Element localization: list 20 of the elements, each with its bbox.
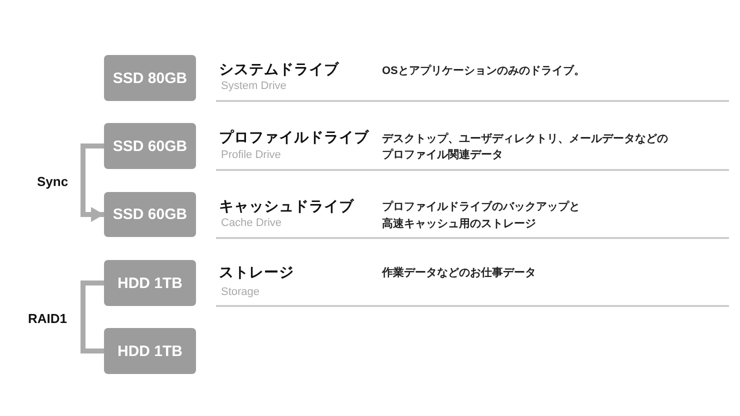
drive-title: ストレージ <box>219 264 294 282</box>
drive-subtitle: Profile Drive <box>221 148 281 162</box>
arrow <box>80 144 104 222</box>
drive-box: SSD 60GB <box>104 123 196 169</box>
edge-label: Sync <box>36 174 70 190</box>
description-text: プロファイルドライブのバックアップと高速キャッシュ用のストレージ <box>382 200 581 232</box>
description-text: OSとアプリケーションのみのドライブ。 <box>382 64 585 78</box>
drive-subtitle: Cache Drive <box>221 216 282 230</box>
description-text: デスクトップ、ユーザディレクトリ、メールデータなどのプロファイル関連データ <box>382 132 669 163</box>
drive-box: HDD 1TB <box>104 260 196 306</box>
description-text: 作業データなどのお仕事データ <box>382 266 536 280</box>
drive-box: HDD 1TB <box>104 328 196 374</box>
connector-line <box>80 280 104 354</box>
drive-title: プロファイルドライブ <box>219 129 369 147</box>
drive-title: キャッシュドライブ <box>219 198 354 216</box>
drive-title: システムドライブ <box>219 61 339 79</box>
drive-subtitle: Storage <box>221 286 260 298</box>
drive-subtitle: System Drive <box>221 80 286 92</box>
drive-box: SSD 60GB <box>104 192 196 237</box>
drive-box: SSD 80GB <box>104 55 196 101</box>
